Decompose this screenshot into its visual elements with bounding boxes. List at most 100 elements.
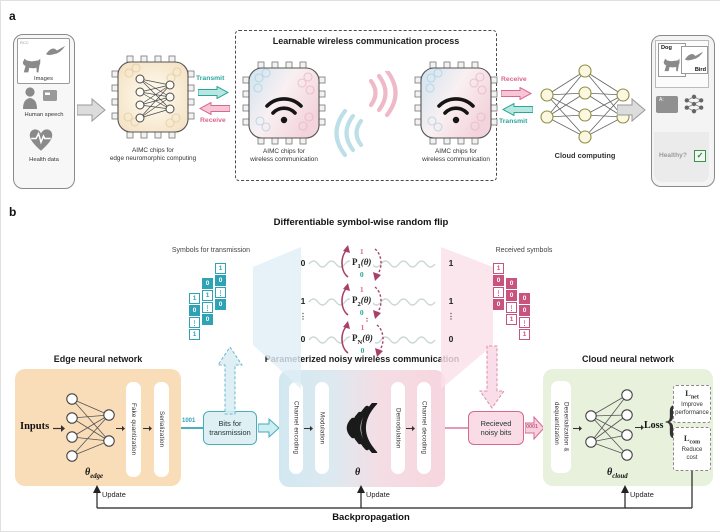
bird-icon	[684, 51, 704, 61]
channel-title: Parameterized noisy wireless communicati…	[264, 354, 460, 364]
arrow-right-icon	[635, 424, 644, 431]
images-label: Images	[33, 76, 53, 82]
arrow-right-icon	[116, 425, 125, 432]
signal-waves-icon	[334, 71, 398, 157]
chip-decor	[123, 63, 182, 128]
tx-bit-column: 0 1 ⋮ 0	[202, 278, 213, 326]
theta-cloud: θcloud	[607, 467, 628, 480]
edge-chip-caption: AIMC chips for edge neuromorphic computi…	[109, 147, 197, 163]
dog-icon	[22, 58, 41, 73]
tx-bit-column: 1 0 ⋮ 0	[215, 263, 226, 311]
arrow-right-icon	[143, 425, 152, 432]
output-panel: Dog Bird A:	[651, 35, 715, 187]
flip-one: 1	[359, 246, 364, 256]
images-thumbnail: RCC Images	[17, 38, 70, 84]
update-label-cloud: Update	[630, 490, 654, 499]
flip-badge-1: 1 P1(θ) 0	[339, 245, 384, 281]
speech-label: Human speech	[24, 112, 64, 118]
dots: ⋮	[298, 311, 308, 321]
edge-network-graph	[66, 393, 115, 462]
chip-decor	[425, 68, 487, 132]
rx-bit-column: 0 0 ⋮ 1	[506, 278, 517, 326]
flip-badge-2: 1 P2(θ) 0	[339, 283, 384, 319]
bird-result-tile: Bird	[681, 46, 708, 74]
flip-arrow-down-icon	[373, 286, 383, 319]
flip-arrow-down-icon	[374, 324, 384, 357]
speech-box-icon	[43, 90, 57, 101]
l-net-box: Lnet Improve performance	[673, 385, 711, 423]
flip-in-bit: 0	[300, 258, 306, 268]
cloud-computing-caption: Cloud computing	[554, 151, 616, 160]
symbols-tx-label: Symbols for transmission	[171, 247, 251, 254]
update-label-channel: Update	[366, 490, 390, 499]
classification-result: Dog Bird	[655, 40, 709, 88]
channel-encoding-block: Channel encoding	[289, 382, 303, 474]
rx-wire	[445, 427, 468, 429]
arrow-right-icon	[406, 425, 415, 432]
fake-quantization-block: Fake quantization	[126, 382, 141, 477]
learnable-wireless-title: Learnable wireless communication process	[272, 36, 460, 46]
deserialization-block: Deserialization & dequantization	[551, 381, 571, 473]
graph-icon	[684, 94, 704, 114]
uplink-dashed-arrow	[217, 347, 243, 415]
dots: ⋮	[446, 311, 456, 321]
inputs-label: Inputs	[20, 421, 50, 432]
health-result-tile: Healthy? ✓	[654, 132, 709, 182]
edge-chip-network-icon	[139, 78, 171, 119]
wifi-icon	[265, 97, 303, 115]
flip-out-bit: 1	[448, 258, 454, 268]
theta-channel: θ	[355, 467, 361, 478]
images-corner-tag: RCC	[20, 40, 29, 45]
cloud-nn-title: Cloud neural network	[581, 354, 674, 364]
tx-wire	[181, 427, 204, 429]
arrow-right-icon	[53, 425, 65, 432]
chip-decor	[253, 68, 315, 132]
tx-bits-value: 1001	[182, 418, 196, 424]
rx-bits-value: 0001	[526, 424, 538, 430]
wireless-chip-2-caption: AIMC chips for wireless communication	[422, 148, 490, 164]
wifi-icon	[437, 97, 475, 115]
flow-arrow-icon	[77, 97, 106, 123]
backprop-label: Backpropagation	[332, 512, 410, 523]
flip-title: Differentiable symbol-wise random flip	[273, 217, 449, 228]
flip-arrow-up-icon	[341, 321, 350, 354]
rx-bit-column: 0 0 ⋮ 1	[519, 293, 530, 341]
demodulation-block: Demodulation	[391, 382, 405, 474]
rf-signal-icon	[346, 403, 378, 453]
l-com-box: Lcom Reduce cost	[673, 427, 711, 471]
loss-label: Loss	[644, 420, 664, 431]
downlink-dashed-arrow	[479, 345, 505, 409]
healthy-label: Healthy?	[659, 152, 687, 159]
received-symbols-label: Received symbols	[495, 247, 553, 254]
answer-tag: A:	[659, 97, 664, 103]
flip-arrow-down-icon	[373, 248, 383, 281]
panel-b-label: b	[9, 205, 17, 219]
receive-arrow-icon	[501, 87, 533, 100]
edge-chip	[111, 55, 195, 139]
flip-in-bit: 1	[300, 296, 306, 306]
flip-arrow-up-icon	[341, 283, 350, 316]
transmit-label-left: Transmit	[196, 75, 225, 82]
channel-decoding-block: Channel decoding	[417, 382, 431, 474]
flip-zero: 0	[359, 270, 364, 280]
rx-bit-column: 1 0 ⋮ 0	[493, 263, 504, 311]
flip-out-bit: 0	[448, 334, 454, 344]
flow-arrow-icon	[617, 97, 646, 123]
cloud-network-graph	[585, 389, 633, 461]
bird-icon	[45, 45, 66, 56]
rx-block-arrow	[525, 416, 545, 440]
transmit-label-right: Transmit	[499, 118, 528, 125]
flip-out-bit: 1	[448, 296, 454, 306]
cloud-computing-network	[540, 64, 630, 144]
flip-badge-N: 1 PN(θ) 0	[339, 321, 386, 357]
arrow-right-icon	[573, 425, 582, 432]
transmit-arrow-icon	[501, 103, 533, 116]
input-data-panel: RCC Images Human speech Health data	[13, 34, 75, 189]
wireless-chip-1	[242, 61, 326, 145]
dots: ⋮	[362, 313, 372, 323]
edge-nn-title: Edge neural network	[53, 354, 143, 364]
health-heart-icon	[29, 129, 53, 151]
bird-label: Bird	[694, 67, 706, 73]
